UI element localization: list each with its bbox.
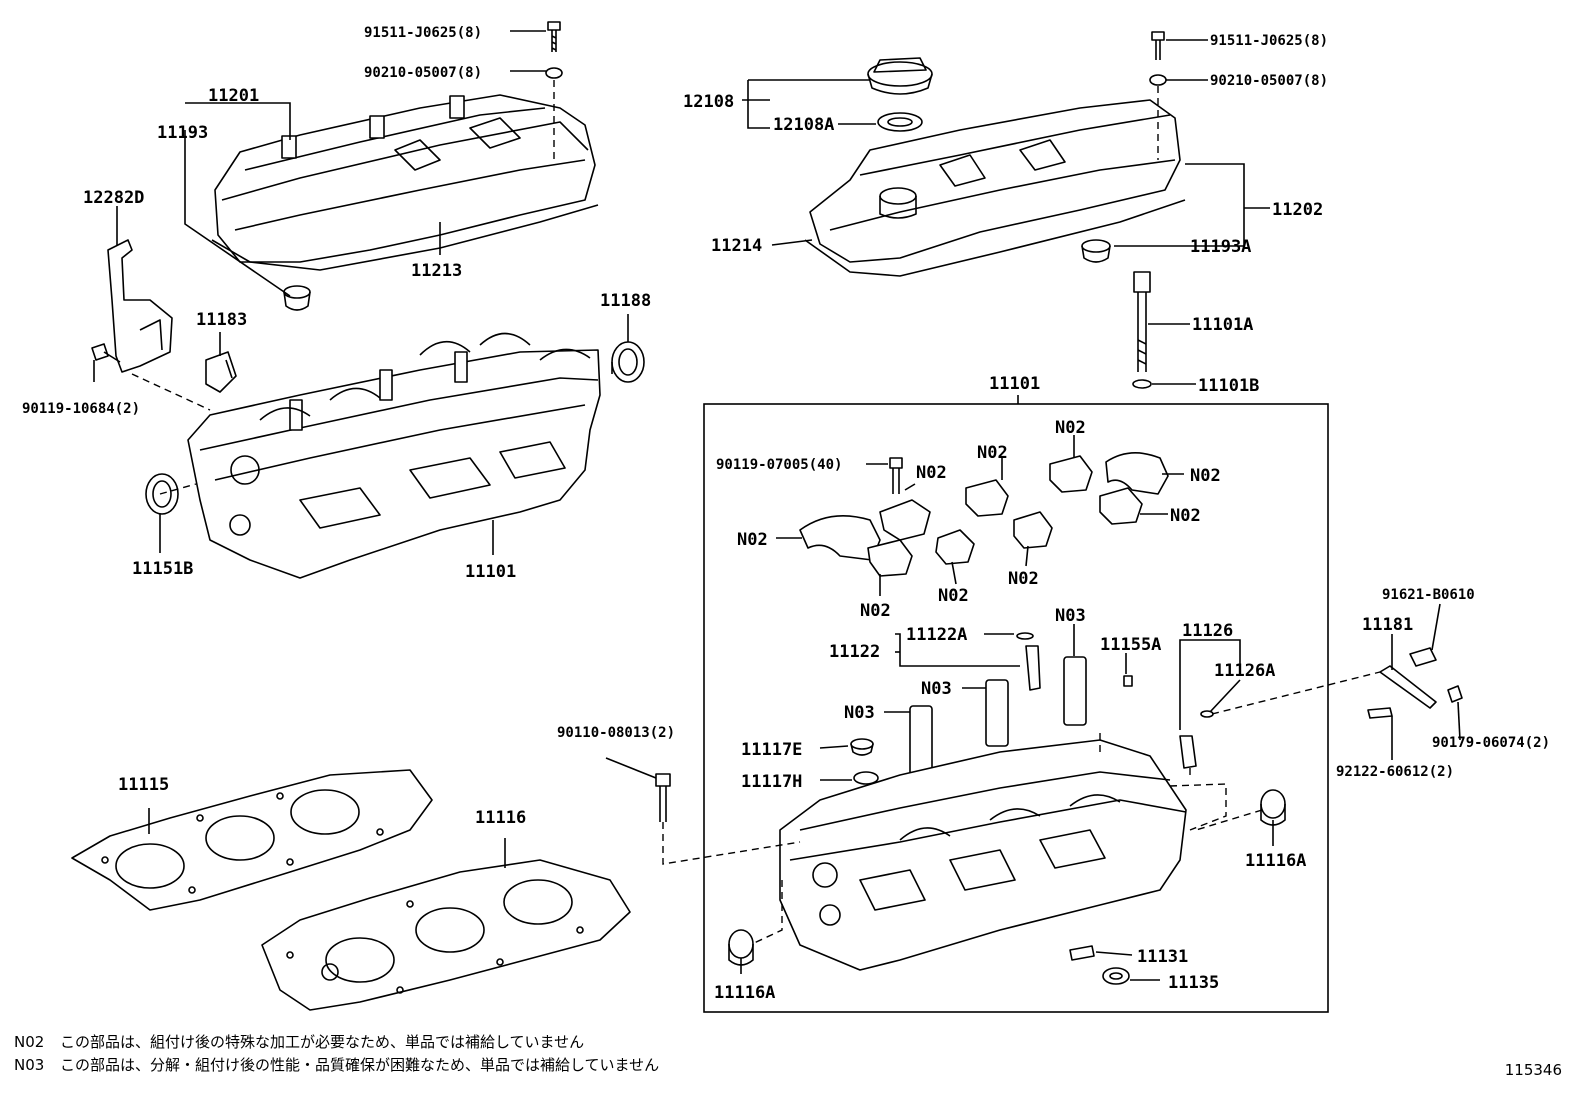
plugs-11117 [850,738,879,785]
label-11151b: 11151B [132,559,193,579]
label-11155a: 11155A [1100,635,1161,655]
bolt-90119-10684 [91,343,121,363]
label-n03-2: N03 [921,679,952,699]
bracket-12282d [107,239,173,373]
label-11131: 11131 [1137,947,1188,967]
grommet-11193a [1081,239,1111,263]
label-12108: 12108 [683,92,734,112]
label-11202: 11202 [1272,200,1323,220]
note-n03-code: N03 [14,1056,45,1074]
plate-11181 [1367,647,1463,719]
parts-11131-11135 [1069,945,1130,985]
label-90210-left: 90210-05007(8) [364,65,482,81]
label-11101a: 11101A [1192,315,1253,335]
oil-filler-cap [867,57,933,132]
label-11181: 11181 [1362,615,1413,635]
label-11126: 11126 [1182,621,1233,641]
label-n02-1: N02 [916,463,947,483]
note-n02-code: N02 [14,1033,45,1051]
bolt-90119-07005 [889,457,903,494]
label-n02-9: N02 [860,601,891,621]
plug-11116a-right [1260,789,1286,826]
left-cylinder-head [187,332,601,579]
note-n02-text: この部品は、組付け後の特殊な加工が必要なため、単品では補給していません [60,1033,585,1051]
label-91621: 91621-B0610 [1382,587,1475,603]
label-11117e: 11117E [741,740,802,760]
label-n02-6: N02 [737,530,768,550]
note-n03-text: この部品は、分解・組付け後の性能・品質確保が困難なため、単品では補給していません [60,1056,660,1074]
plug-11116a-bottom [728,929,754,966]
callout-labels: 91511-J0625(8) 90210-05007(8) 11201 1119… [22,25,1550,1003]
grommet-11193 [283,285,311,311]
note-n03: N03 この部品は、分解・組付け後の性能・品質確保が困難なため、単品では補給してい… [14,1054,659,1075]
label-11135: 11135 [1168,973,1219,993]
label-n03-3: N03 [844,703,875,723]
label-11126a: 11126A [1214,661,1275,681]
gasket-11116 [261,859,631,1011]
label-11116a-bottom: 11116A [714,983,775,1003]
label-n02-2: N02 [977,443,1008,463]
assembly-box [703,403,1329,1013]
label-11115: 11115 [118,775,169,795]
label-12108a: 12108A [773,115,834,135]
label-90179: 90179-06074(2) [1432,735,1550,751]
label-11122: 11122 [829,642,880,662]
left-valve-cover [211,94,599,271]
label-11214: 11214 [711,236,762,256]
label-91511-right: 91511-J0625(8) [1210,33,1328,49]
note-n02: N02 この部品は、組付け後の特殊な加工が必要なため、単品では補給していません [14,1031,584,1052]
label-11193a: 11193A [1190,237,1251,257]
label-11122a: 11122A [906,625,967,645]
label-11188: 11188 [600,291,651,311]
label-n02-5: N02 [1170,506,1201,526]
right-top-bolt [1149,31,1167,86]
label-n03-1: N03 [1055,606,1086,626]
label-11101-left: 11101 [465,562,516,582]
label-n02-3: N02 [1055,418,1086,438]
plug-11183 [205,351,237,393]
figure-number: 115346 [1504,1061,1562,1079]
label-n02-7: N02 [1008,569,1039,589]
label-n02-4: N02 [1190,466,1221,486]
label-90210-right: 90210-05007(8) [1210,73,1328,89]
cam-caps [799,452,1169,577]
label-11183: 11183 [196,310,247,330]
label-11201: 11201 [208,86,259,106]
right-cylinder-head [779,739,1187,971]
label-11101-box: 11101 [989,374,1040,394]
label-90119-07005: 90119-07005(40) [716,457,842,473]
label-11101b: 11101B [1198,376,1259,396]
label-12282d: 12282D [83,188,144,208]
label-90110: 90110-08013(2) [557,725,675,741]
bolt-90110-08013 [655,773,671,822]
label-11117h: 11117H [741,772,802,792]
seal-11188 [611,341,645,383]
label-11193: 11193 [157,123,208,143]
right-valve-cover [804,99,1186,277]
head-bolt-11101a [1132,271,1152,389]
label-11213: 11213 [411,261,462,281]
label-11116a-right: 11116A [1245,851,1306,871]
label-n02-8: N02 [938,586,969,606]
gasket-11115 [71,769,433,911]
left-top-bolt [545,21,563,79]
valve-guides [909,632,1214,799]
label-90119-10684: 90119-10684(2) [22,401,140,417]
leader-lines [93,30,1461,981]
label-92122: 92122-60612(2) [1336,764,1454,780]
label-91511-left: 91511-J0625(8) [364,25,482,41]
label-11116: 11116 [475,808,526,828]
